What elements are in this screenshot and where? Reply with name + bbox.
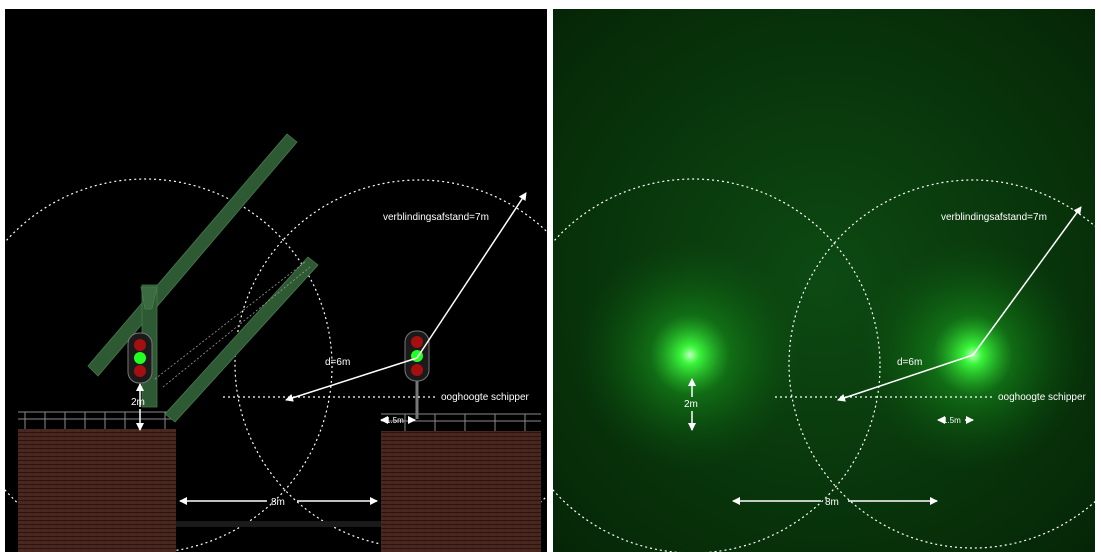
distance-arrow: [285, 357, 418, 402]
distance-arrow: [837, 354, 974, 402]
span-label: 8m: [825, 497, 839, 508]
quay-right: [381, 431, 541, 552]
traffic-light-icon: [404, 330, 430, 419]
eye-height-label: ooghoogte schipper: [998, 392, 1087, 403]
distance-label: d=6m: [897, 357, 922, 368]
offset-label: 1.5m: [386, 416, 404, 425]
traffic-light-icon: [127, 332, 153, 384]
glare-circle-left: [553, 178, 881, 552]
right-diagram: verblindingsafstand=7m d=6m ooghoogte sc…: [553, 9, 1095, 552]
height-label: 2m: [131, 397, 145, 408]
eye-height-label: ooghoogte schipper: [441, 392, 530, 403]
glare-distance-arrow: [416, 192, 527, 359]
drawbridge: [87, 133, 319, 423]
glare-distance-label: verblindingsafstand=7m: [941, 212, 1047, 223]
left-diagram: verblindingsafstand=7m d=6m ooghoogte sc…: [5, 133, 547, 552]
light-glow-icon: [575, 240, 805, 470]
glare-distance-arrow: [972, 206, 1082, 356]
glare-circle-right: [788, 179, 1095, 549]
glare-distance-label: verblindingsafstand=7m: [383, 212, 489, 223]
glare-circle-left: [5, 178, 333, 552]
quay-left: [18, 429, 176, 552]
span-label: 8m: [271, 497, 285, 508]
left-panel-drawing: verblindingsafstand=7m d=6m ooghoogte sc…: [5, 9, 547, 552]
glare-circle-right: [234, 179, 547, 549]
height-label: 2m: [684, 399, 698, 410]
offset-label: 1.5m: [943, 416, 961, 425]
railing-left: [18, 411, 176, 429]
railing-right: [381, 413, 541, 431]
distance-label: d=6m: [325, 357, 350, 368]
right-panel-glare: verblindingsafstand=7m d=6m ooghoogte sc…: [553, 9, 1095, 552]
